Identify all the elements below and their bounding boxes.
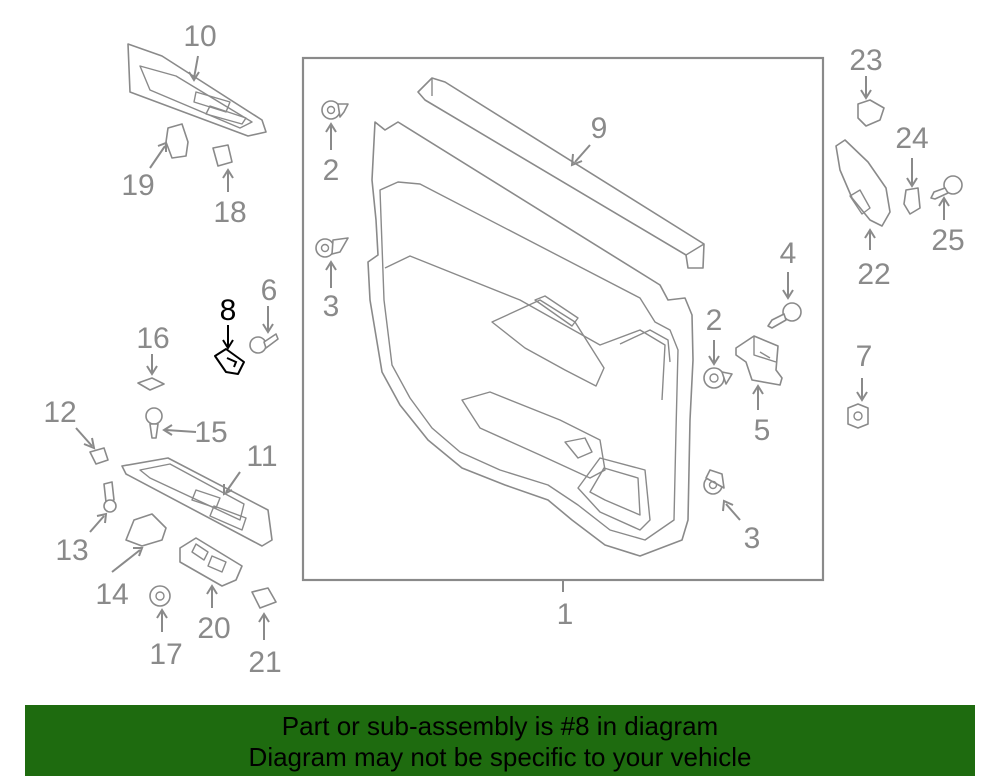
clip-2-right [703,367,733,389]
belt-weatherstrip [417,77,705,269]
switch-panel-10 [127,43,267,137]
switch-panel-11 [121,457,273,547]
callout-24: 24 [895,122,928,155]
callout-3-right: 3 [744,522,761,555]
callout-18: 18 [213,196,246,229]
callout-5: 5 [754,414,771,447]
callout-22: 22 [857,258,890,291]
bracket-14 [125,513,167,547]
clip-23 [857,99,885,127]
callout-10: 10 [183,20,216,53]
clip-21 [251,587,277,609]
callout-3-left: 3 [323,290,340,323]
screw-25 [930,175,963,200]
callout-11: 11 [246,440,277,473]
screw-13 [103,481,117,513]
callout-19: 19 [121,169,154,202]
garnish-22 [835,139,891,227]
callout-4: 4 [780,237,797,270]
clip-3-right [703,469,725,495]
callout-23: 23 [849,44,882,77]
leader-lines [75,55,950,640]
callout-1: 1 [557,598,574,631]
clip-24 [903,187,921,215]
switch-19 [165,123,189,159]
callout-12: 12 [43,396,76,429]
callout-14: 14 [95,578,128,611]
callout-16: 16 [136,322,169,355]
clip-7 [847,403,869,429]
callout-13: 13 [55,534,88,567]
screw-4 [767,302,802,329]
switch-20 [179,537,243,587]
banner-line-2: Diagram may not be specific to your vehi… [248,742,752,772]
notice-banner: Part or sub-assembly is #8 in diagram Di… [25,705,975,776]
callout-9: 9 [591,112,608,145]
door-trim-panel [367,121,694,557]
callout-7: 7 [856,340,873,373]
screw-6 [249,333,279,354]
screw-15 [145,407,163,439]
callout-17: 17 [149,638,182,671]
callout-25: 25 [931,224,964,257]
callout-21: 21 [248,646,281,679]
callout-6: 6 [261,274,278,307]
clip-12 [89,447,109,465]
banner-line-1: Part or sub-assembly is #8 in diagram [281,711,719,741]
switch-bezel-8-highlighted [214,348,245,375]
clip-16 [137,377,165,391]
bracket-5 [735,335,783,386]
callout-8-highlighted: 8 [220,294,237,327]
clip-2-upper [321,100,349,120]
callout-2-upper: 2 [323,154,340,187]
callout-20: 20 [197,612,230,645]
clip-17 [149,585,171,607]
clip-3-left [315,237,349,258]
callout-2-right: 2 [706,304,723,337]
parts-diagram: 1 2 3 2 5 3 4 7 9 10 19 18 6 16 15 12 11… [43,20,964,679]
switch-18 [212,144,233,167]
callout-15: 15 [194,416,227,449]
